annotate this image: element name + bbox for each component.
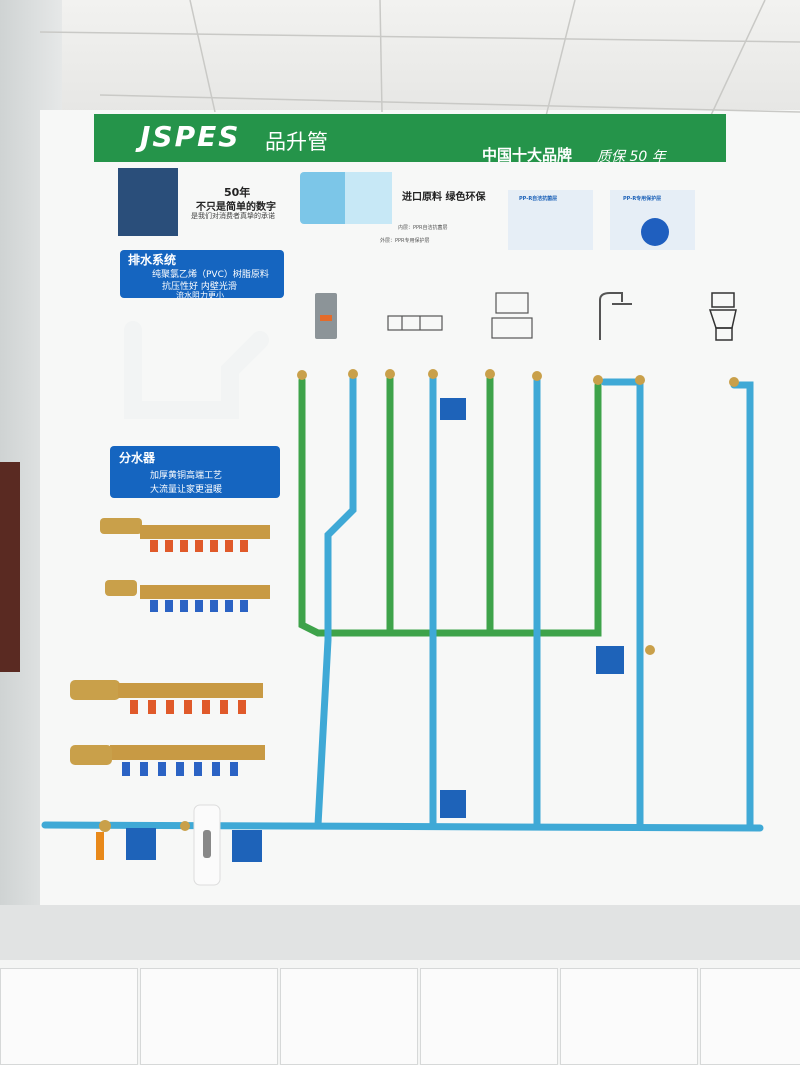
brand-slogan: 中国十大品牌 — [482, 146, 573, 164]
manifold-line2: 大流量让家更温暖 — [150, 485, 223, 495]
kitchen-cabinet-icon — [387, 315, 443, 331]
cabinet-door — [0, 968, 138, 1065]
cabinet-door — [280, 968, 418, 1065]
raw-material-title: 进口原料 绿色环保 — [402, 192, 486, 203]
product-image-fittings — [118, 168, 178, 236]
granules-image — [641, 218, 669, 246]
manifold-panel — [110, 446, 280, 498]
label-card — [232, 830, 262, 862]
door-frame — [0, 462, 20, 672]
years-title: 50年 — [224, 186, 251, 199]
manifold-bottom — [70, 680, 265, 776]
blue-pipes — [41, 374, 764, 832]
drainage-title: 排水系统 — [128, 253, 177, 267]
manifold-title: 分水器 — [119, 451, 156, 465]
brand-logo-cn: 品升管 — [265, 130, 328, 154]
cabinet-door — [700, 968, 800, 1065]
pipe-cross-section — [345, 172, 392, 224]
manifold-top — [100, 518, 270, 612]
warranty-text: 质保 50 年 — [597, 149, 666, 165]
ledge — [0, 905, 800, 965]
drainage-line2: 抗压性好 内壁光滑 — [162, 282, 237, 292]
toilet-icon — [708, 292, 737, 341]
manifold-line1: 加厚黄铜高端工艺 — [150, 471, 223, 481]
protective-card-title: PP-R专用保护层 — [623, 196, 662, 202]
drainage-panel — [120, 250, 284, 298]
label-card — [440, 790, 466, 818]
valve-handle — [96, 832, 104, 860]
inner-layer-label: 内层：PPR自洁抗菌层 — [398, 225, 448, 231]
pvc-drain-pipe — [124, 321, 269, 419]
label-card — [440, 398, 466, 420]
filter-window — [203, 830, 211, 858]
years-line2: 是我们对消费者真挚的承诺 — [191, 212, 275, 220]
brand-logo-en: JSPES — [140, 120, 241, 153]
green-pipes — [298, 374, 602, 637]
water-heater-icon — [315, 293, 337, 339]
washbasin-icon — [491, 292, 533, 339]
brass-fittings — [99, 369, 739, 832]
antibacterial-card — [508, 190, 593, 250]
shower-icon — [599, 292, 632, 340]
label-card — [126, 828, 156, 860]
outer-layer-label: 外层：PPR专用保护层 — [380, 238, 430, 244]
antibacterial-card-title: PP-R自洁抗菌层 — [519, 196, 558, 202]
ceiling-grid — [39, 0, 800, 129]
brand-banner — [94, 114, 726, 162]
years-line1: 不只是简单的数字 — [196, 202, 276, 213]
drainage-line3: 流水阻力更小 — [176, 291, 224, 300]
drainage-line1: 纯聚氯乙烯（PVC）树脂原料 — [152, 270, 269, 280]
label-card — [596, 646, 624, 674]
